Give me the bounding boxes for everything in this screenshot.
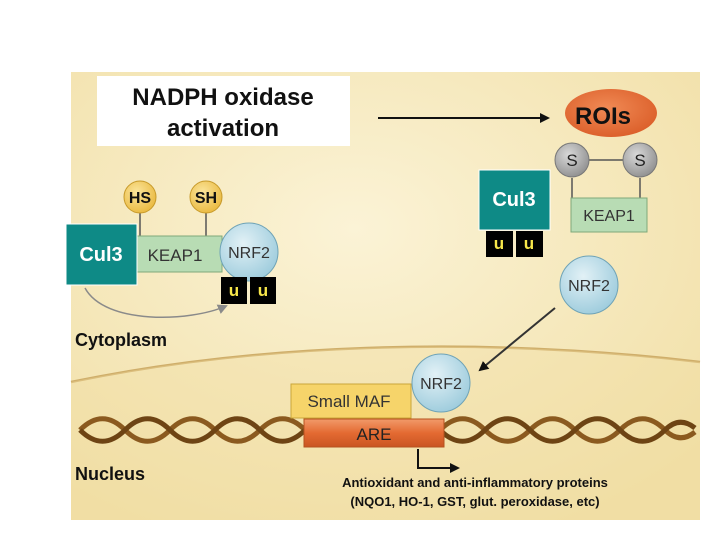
output-proteins-line-2: (NQO1, HO-1, GST, glut. peroxidase, etc) bbox=[350, 494, 599, 509]
sh-circle bbox=[189, 180, 223, 214]
nrf2-label-nucleus: NRF2 bbox=[420, 376, 462, 393]
are-label: ARE bbox=[357, 425, 392, 444]
ubiquitin-box-left-1 bbox=[221, 277, 247, 304]
transcription-arrow bbox=[417, 449, 460, 473]
ubiquitin-label-right-2: u bbox=[524, 234, 534, 253]
nrf2-circle-nucleus bbox=[411, 353, 471, 413]
cul3-label-left: Cul3 bbox=[79, 244, 122, 266]
nucleus-complex: Small MAF NRF2 ARE bbox=[290, 353, 471, 473]
small-maf-box bbox=[290, 383, 412, 419]
cul3-box-right bbox=[478, 169, 551, 231]
s-circle-1 bbox=[554, 142, 590, 178]
ubiquitin-box-right-2 bbox=[516, 231, 543, 257]
sh-label: SH bbox=[195, 190, 217, 207]
are-box bbox=[303, 418, 445, 448]
ubiquitin-box-right-1 bbox=[486, 231, 513, 257]
ubiquitination-arrow bbox=[84, 287, 228, 318]
ubiquitin-box-left-2 bbox=[250, 277, 276, 304]
cul3-label-right: Cul3 bbox=[492, 189, 535, 211]
title-box bbox=[97, 76, 350, 146]
nrf2-label-left: NRF2 bbox=[228, 245, 270, 262]
s-label-1: S bbox=[566, 151, 577, 170]
nuclear-membrane bbox=[70, 345, 701, 384]
keap1-box-right bbox=[570, 197, 648, 233]
hs-circle bbox=[123, 180, 157, 214]
left-keap1-complex: HS SH KEAP1 NRF2 Cul3 u u bbox=[65, 180, 279, 318]
output-proteins-line-1: Antioxidant and anti-inflammatory protei… bbox=[342, 475, 608, 490]
title-line-2: activation bbox=[167, 115, 279, 142]
nucleus-label: Nucleus bbox=[75, 464, 145, 484]
rois-blob bbox=[565, 89, 657, 137]
title-line-1: NADPH oxidase bbox=[132, 84, 313, 111]
s-label-2: S bbox=[634, 151, 645, 170]
nrf2-circle-left bbox=[219, 222, 279, 282]
cul3-box-left bbox=[65, 223, 138, 286]
ubiquitin-label-right-1: u bbox=[494, 234, 504, 253]
keap1-label-left: KEAP1 bbox=[148, 246, 203, 265]
translocation-arrow bbox=[478, 307, 556, 372]
ubiquitin-label-left-1: u bbox=[229, 281, 239, 300]
keap1-label-right: KEAP1 bbox=[583, 208, 635, 225]
cytoplasm-label: Cytoplasm bbox=[75, 330, 167, 350]
rois-label: ROIs bbox=[575, 103, 631, 130]
s-circle-2 bbox=[622, 142, 658, 178]
hs-label: HS bbox=[129, 190, 152, 207]
nrf2-circle-free bbox=[559, 255, 619, 315]
ubiquitin-label-left-2: u bbox=[258, 281, 268, 300]
right-keap1-complex: S S KEAP1 Cul3 u u NRF2 bbox=[478, 142, 658, 372]
nrf2-label-free: NRF2 bbox=[568, 278, 610, 295]
small-maf-label: Small MAF bbox=[307, 392, 390, 411]
dna-helix bbox=[78, 416, 697, 444]
